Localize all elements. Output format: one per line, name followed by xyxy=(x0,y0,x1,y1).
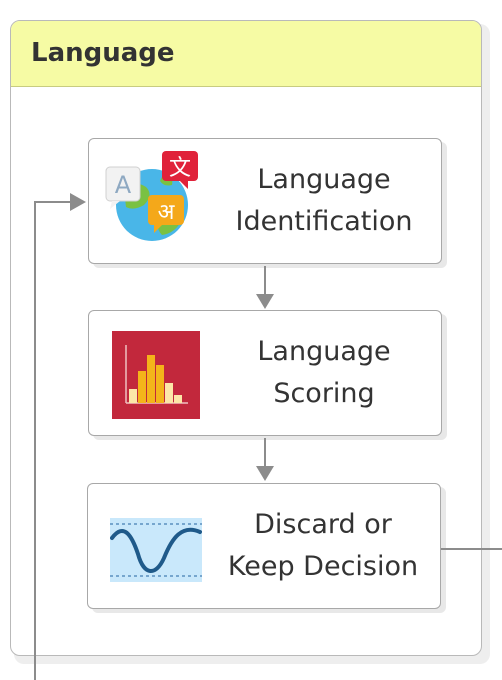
histogram-icon xyxy=(112,331,200,423)
node-label-line2: Keep Decision xyxy=(227,551,419,582)
node-label-line2: Identification xyxy=(235,206,413,237)
edge-incoming-to-identification xyxy=(34,193,86,680)
node-discard-or-keep-decision[interactable]: Discard or Keep Decision xyxy=(87,483,441,609)
node-label-line1: Discard or xyxy=(254,509,392,540)
latin-glyph: A xyxy=(115,171,132,199)
node-label-line1: Language xyxy=(257,164,391,195)
edge-identification-to-scoring xyxy=(256,266,274,309)
node-language-identification[interactable]: A 文 अ Language Identification xyxy=(88,138,442,264)
node-language-scoring[interactable]: Language Scoring xyxy=(88,310,442,436)
edge-scoring-to-decision xyxy=(256,438,274,481)
group-title: Language xyxy=(31,38,175,68)
translate-globe-icon: A 文 अ xyxy=(104,149,204,253)
group-header: Language xyxy=(11,21,481,87)
devanagari-glyph: अ xyxy=(158,200,176,225)
chinese-glyph: 文 xyxy=(169,156,191,181)
waveform-icon xyxy=(110,518,202,586)
node-label-line1: Language xyxy=(257,336,391,367)
node-label-line2: Scoring xyxy=(273,378,375,409)
